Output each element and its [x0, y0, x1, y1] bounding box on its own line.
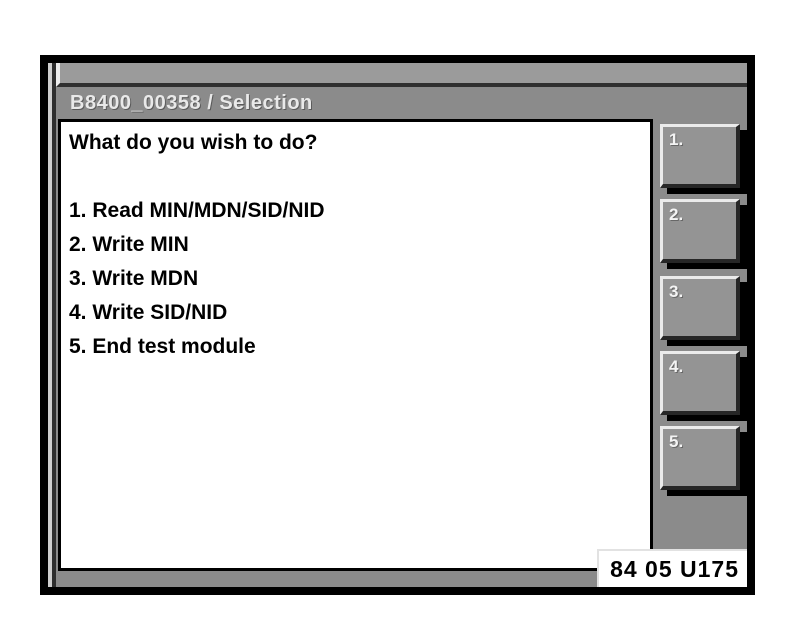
menu-item-4: 4. Write SID/NID: [69, 301, 228, 324]
status-code: 84 05 U175: [610, 555, 739, 582]
dialog-content: What do you wish to do? 1. Read MIN/MDN/…: [58, 119, 653, 571]
menu-item-3: 3. Write MDN: [69, 267, 199, 290]
menu-list: 1. Read MIN/MDN/SID/NID 2. Write MIN 3. …: [69, 194, 642, 364]
left-inner-highlight-line: [48, 63, 52, 587]
menu-item-2: 2. Write MIN: [69, 233, 189, 256]
select-button-4[interactable]: 4.: [660, 351, 740, 415]
status-box: 84 05 U175: [597, 549, 747, 587]
title-bar: B8400_00358 / Selection: [56, 87, 747, 119]
select-button-3-label: 3.: [669, 282, 684, 301]
select-button-1[interactable]: 1.: [660, 124, 740, 188]
dialog-question: What do you wish to do?: [69, 131, 318, 154]
select-button-2-label: 2.: [669, 205, 684, 224]
select-button-5-label: 5.: [669, 432, 684, 451]
window-top-strip: [56, 63, 747, 87]
select-button-3[interactable]: 3.: [660, 276, 740, 340]
select-button-1-label: 1.: [669, 130, 684, 149]
diagnostic-window: B8400_00358 / Selection What do you wish…: [40, 55, 755, 595]
select-button-4-label: 4.: [669, 357, 684, 376]
left-inner-border-line: [52, 63, 56, 587]
menu-item-5: 5. End test module: [69, 335, 256, 358]
select-button-5[interactable]: 5.: [660, 426, 740, 490]
window-title: B8400_00358 / Selection: [70, 91, 313, 114]
menu-item-1: 1. Read MIN/MDN/SID/NID: [69, 199, 325, 222]
select-button-2[interactable]: 2.: [660, 199, 740, 263]
